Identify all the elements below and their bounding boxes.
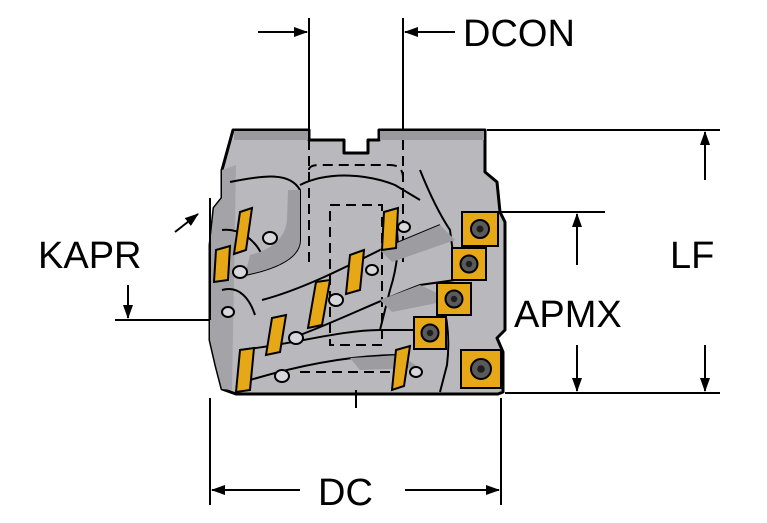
apmx-label: APMX bbox=[514, 294, 622, 336]
kapr-label: KAPR bbox=[38, 235, 141, 277]
face-milling-cutter-icon bbox=[208, 128, 507, 408]
dimension-lines bbox=[115, 18, 720, 505]
lf-label: LF bbox=[670, 235, 714, 277]
clamp-screws bbox=[221, 221, 423, 383]
dc-label: DC bbox=[318, 472, 373, 514]
cutting-insert-icon bbox=[212, 206, 412, 394]
dcon-label: DCON bbox=[463, 13, 575, 55]
cutting-insert-icon bbox=[413, 211, 502, 389]
